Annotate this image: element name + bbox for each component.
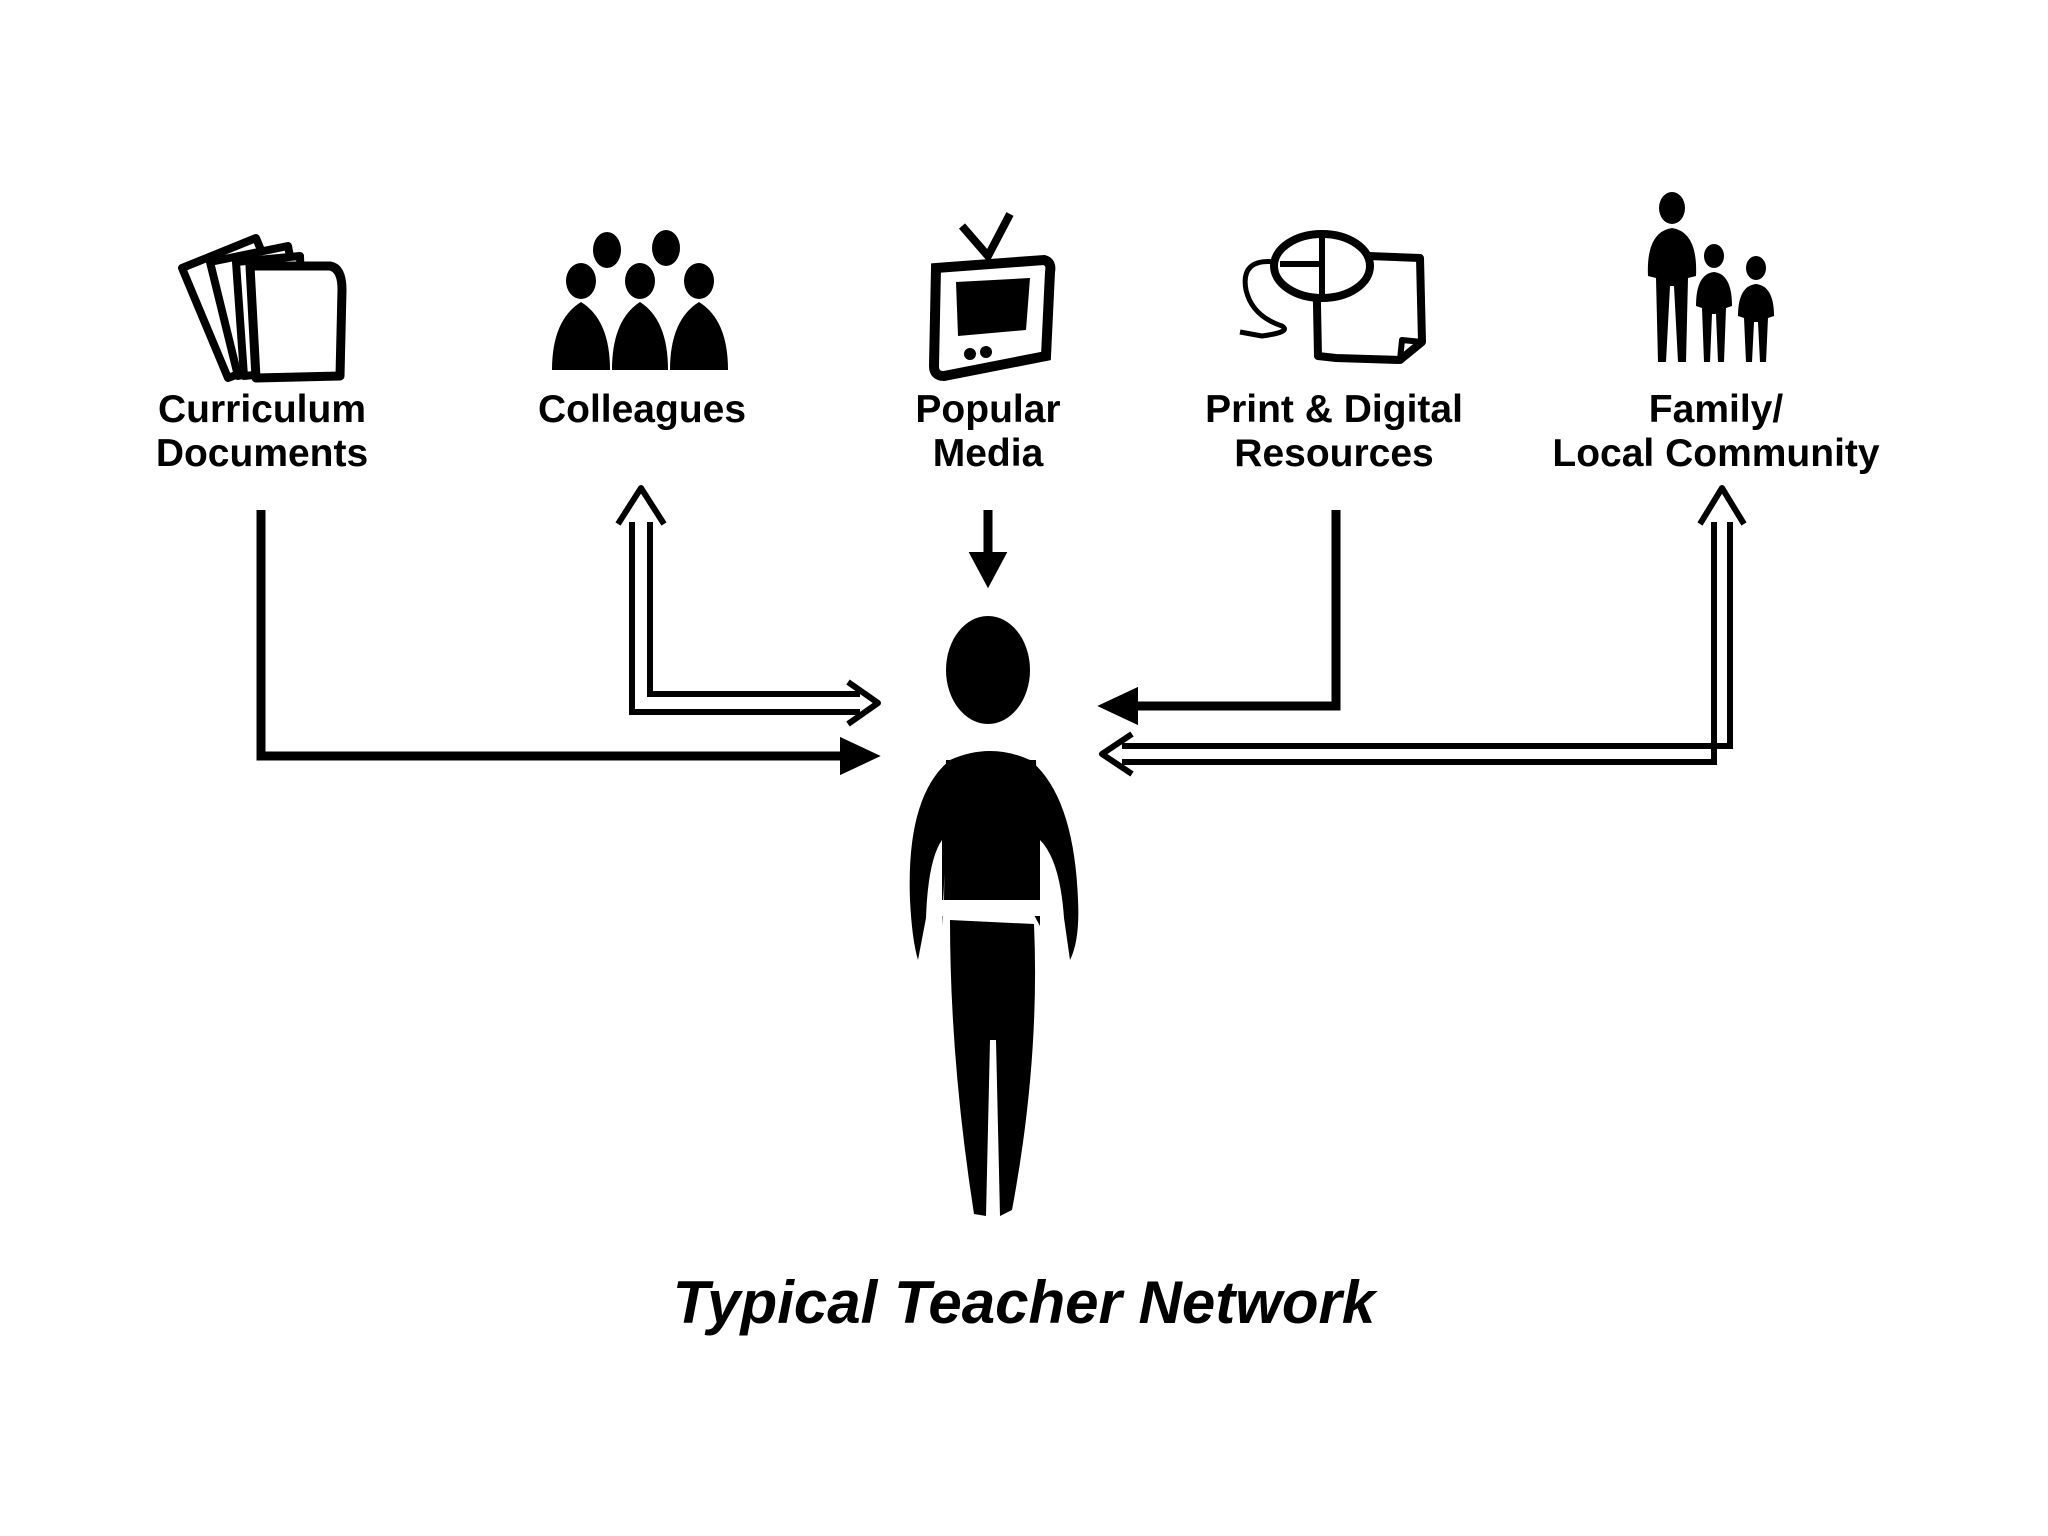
label-media: Popular Media <box>915 388 1060 476</box>
mouse-and-page-icon <box>1239 230 1426 364</box>
arrow-print-digital <box>1097 510 1341 726</box>
label-family: Family/ Local Community <box>1552 388 1879 476</box>
diagram-caption: Typical Teacher Network <box>672 1269 1376 1336</box>
label-family-line-2: Local Community <box>1552 432 1880 475</box>
label-colleagues-line-1: Colleagues <box>537 388 747 431</box>
television-icon <box>928 212 1056 382</box>
label-curriculum-line-1: Curriculum <box>157 388 367 431</box>
label-colleagues: Colleagues <box>538 388 746 432</box>
family-icon <box>1647 192 1774 362</box>
arrow-curriculum <box>256 510 881 776</box>
group-icon <box>552 230 728 370</box>
label-print-digital-line-2: Resources <box>1234 432 1434 475</box>
label-family-line-1: Family/ <box>1648 388 1784 431</box>
arrow-media <box>968 510 1008 589</box>
label-print-digital-line-1: Print & Digital <box>1205 388 1463 431</box>
arrow-family <box>1099 485 1747 777</box>
documents-icon <box>178 234 347 383</box>
label-media-line-1: Popular <box>915 388 1061 431</box>
arrow-colleagues <box>615 485 881 727</box>
label-print-digital: Print & Digital Resources <box>1205 388 1463 476</box>
teacher-figure <box>909 616 1079 1216</box>
label-curriculum-line-2: Documents <box>155 432 369 475</box>
label-curriculum: Curriculum Documents <box>156 388 368 476</box>
label-media-line-2: Media <box>932 432 1044 475</box>
